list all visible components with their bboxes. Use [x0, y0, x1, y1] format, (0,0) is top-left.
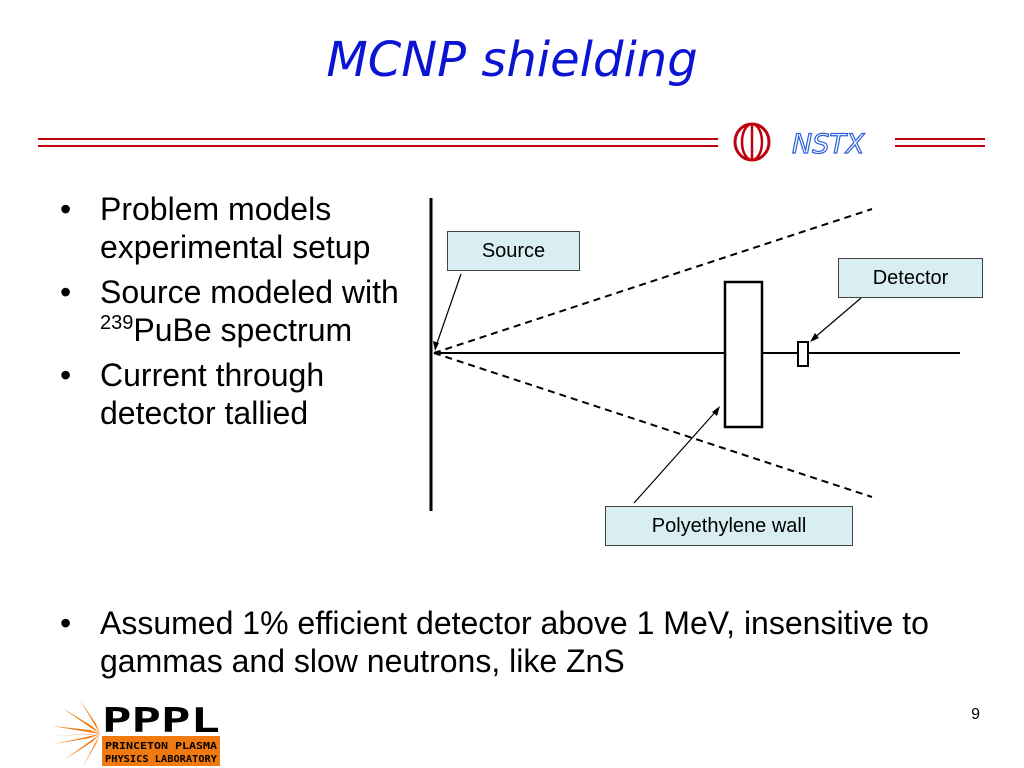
bullet-list: Problem models experimental setup Source… — [60, 190, 400, 439]
wide-bullet-list: Assumed 1% efficient detector above 1 Me… — [60, 604, 1010, 680]
header-rule-left-bottom — [38, 145, 718, 147]
header-rule-left-top — [38, 138, 718, 140]
wall-pointer — [633, 408, 719, 504]
isotope-superscript: 239 — [100, 312, 134, 334]
header-rule-right-top — [895, 138, 985, 140]
nstx-logo: NSTX — [733, 122, 865, 162]
detector-element — [797, 341, 809, 367]
cone-lower-line — [433, 352, 873, 498]
slide-number: 9 — [971, 706, 980, 723]
bullet-item: Source modeled with 239PuBe spectrum — [60, 273, 400, 349]
detector-label: Detector — [838, 258, 983, 298]
polyethylene-wall-label: Polyethylene wall — [605, 506, 853, 546]
bullet-item: Assumed 1% efficient detector above 1 Me… — [60, 604, 1010, 680]
pppl-logo-text: PPPL — [102, 701, 220, 741]
pppl-logo-line2: PHYSICS LABORATORY — [105, 754, 217, 765]
source-label: Source — [447, 231, 580, 271]
starburst-icon — [50, 700, 100, 768]
slide-title: MCNP shielding — [326, 32, 698, 88]
detector-pointer — [812, 297, 862, 340]
shielding-diagram: Source Detector Polyethylene wall — [420, 195, 1000, 590]
header-rule-right-bottom — [895, 145, 985, 147]
source-pointer — [434, 273, 462, 350]
polyethylene-wall — [723, 280, 764, 429]
nstx-logo-text: NSTX — [792, 129, 865, 160]
cone-upper-line — [433, 208, 873, 354]
pppl-logo-line1: PRINCETON PLASMA — [105, 741, 217, 752]
bullet-item: Current through detector tallied — [60, 356, 400, 432]
pppl-logo: PPPL PRINCETON PLASMA PHYSICS LABORATORY — [50, 700, 220, 768]
bullet-item: Problem models experimental setup — [60, 190, 400, 266]
